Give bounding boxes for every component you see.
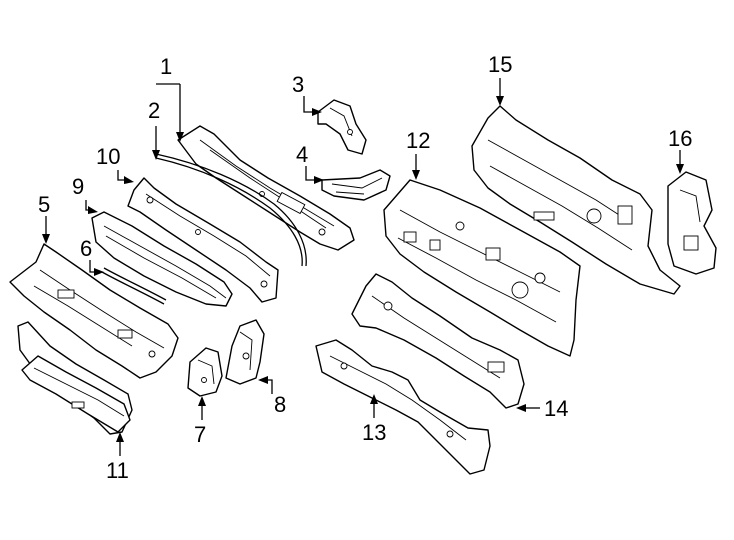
leader-13 bbox=[370, 394, 378, 418]
callout-15: 15 bbox=[488, 52, 512, 77]
leader-7 bbox=[198, 396, 206, 420]
leader-14 bbox=[516, 404, 540, 412]
leader-15 bbox=[496, 78, 504, 106]
part-13-cross-member bbox=[315, 339, 491, 475]
callout-1: 1 bbox=[160, 54, 172, 79]
part-4-bracket bbox=[321, 169, 391, 201]
part-15-dash-insulator bbox=[471, 105, 681, 295]
callout-8: 8 bbox=[274, 392, 286, 417]
callout-9: 9 bbox=[72, 174, 84, 199]
leader-3 bbox=[303, 96, 322, 116]
callout-2: 2 bbox=[148, 98, 160, 123]
leader-2 bbox=[152, 126, 160, 160]
part-11-lower-panel bbox=[17, 321, 133, 435]
callout-10: 10 bbox=[96, 144, 120, 169]
leader-9 bbox=[85, 200, 98, 214]
leader-5 bbox=[42, 216, 50, 244]
part-12-dash-panel bbox=[383, 179, 581, 357]
callout-13: 13 bbox=[362, 420, 386, 445]
callout-4: 4 bbox=[296, 142, 308, 167]
leader-8 bbox=[258, 376, 273, 394]
callout-16: 16 bbox=[668, 126, 692, 151]
part-5-cowl-assembly bbox=[9, 243, 179, 379]
part-9-cowl-panel bbox=[91, 211, 233, 307]
callout-5: 5 bbox=[38, 192, 50, 217]
part-3-bracket bbox=[317, 99, 367, 155]
part-14-dash-lower-panel bbox=[351, 273, 525, 409]
callout-7: 7 bbox=[194, 422, 206, 447]
callout-14: 14 bbox=[544, 396, 568, 421]
part-8-bracket bbox=[225, 319, 265, 385]
callout-3: 3 bbox=[292, 72, 304, 97]
part-16-side-bracket bbox=[667, 171, 717, 275]
leader-6 bbox=[89, 260, 104, 276]
callout-12: 12 bbox=[406, 128, 430, 153]
leader-16 bbox=[676, 150, 684, 174]
callout-11: 11 bbox=[106, 458, 129, 483]
leader-1 bbox=[156, 83, 184, 142]
part-2-cowl-seal bbox=[155, 153, 307, 267]
leader-4 bbox=[305, 166, 324, 184]
leader-12 bbox=[412, 154, 420, 180]
leader-10 bbox=[117, 170, 134, 184]
part-6-seal-strip bbox=[101, 267, 167, 305]
part-7-bracket bbox=[187, 347, 223, 397]
part-10-reinforcement bbox=[127, 177, 279, 303]
callout-6: 6 bbox=[80, 236, 92, 261]
leader-11 bbox=[116, 432, 124, 456]
